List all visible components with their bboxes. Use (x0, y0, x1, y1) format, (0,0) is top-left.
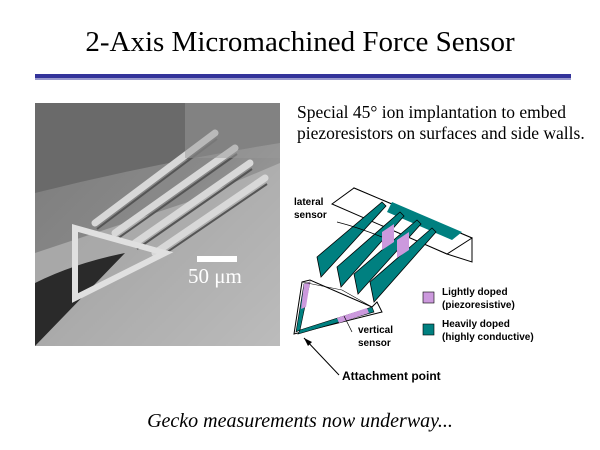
scale-label: 50 μm (188, 264, 242, 288)
legend-light-line2: (piezoresistive) (442, 300, 515, 311)
legend-swatch-light (422, 291, 435, 304)
vertical-label-line1: vertical (358, 325, 394, 336)
sem-photo: 50 μm (35, 103, 280, 346)
attachment-point-label: Attachment point (342, 369, 441, 383)
vertical-label-line2: sensor (358, 338, 391, 349)
sensor-drawing (293, 187, 474, 376)
vertical-sensor-label: vertical sensor (358, 324, 393, 350)
legend-heavy-line1: Heavily doped (442, 319, 510, 330)
legend-light-line1: Lightly doped (442, 287, 508, 298)
lateral-label-line2: sensor (294, 210, 327, 221)
lateral-sensor-label: lateral sensor (294, 196, 327, 222)
scale-bar (197, 256, 237, 262)
sem-image (35, 103, 280, 346)
title-divider (35, 74, 571, 78)
footer-text: Gecko measurements now underway... (147, 410, 453, 432)
lateral-label-line1: lateral (294, 197, 324, 208)
legend-heavy: Heavily doped (highly conductive) (442, 318, 534, 344)
slide-title: 2-Axis Micromachined Force Sensor (85, 26, 515, 58)
sensor-diagram: lateral sensor vertical sensor Attachmen… (282, 182, 582, 392)
legend-heavy-line2: (highly conductive) (442, 332, 534, 343)
legend-swatch-heavy (422, 323, 435, 336)
description-text: Special 45° ion implantation to embed pi… (297, 102, 585, 143)
legend-light: Lightly doped (piezoresistive) (442, 286, 515, 312)
